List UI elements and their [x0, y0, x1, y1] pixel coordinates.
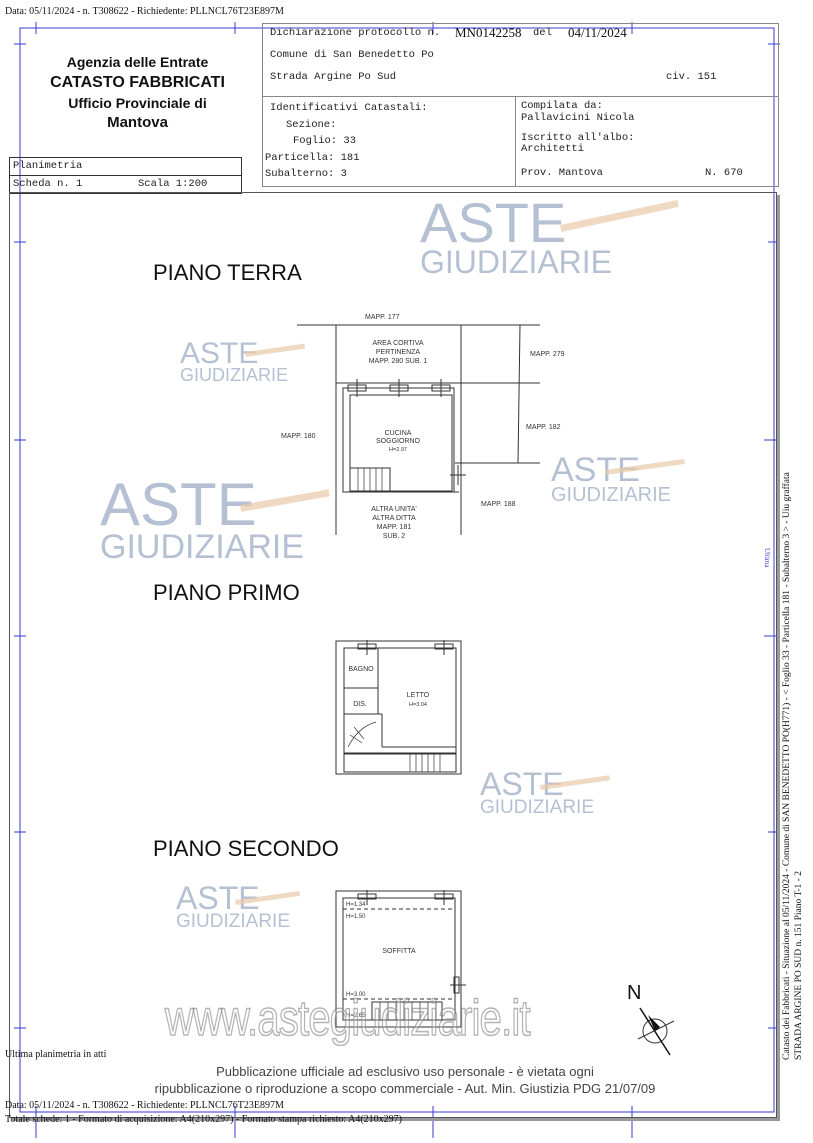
- height-4: H=2.65: [346, 1013, 366, 1019]
- agency-name: Agenzia delle Entrate: [66, 54, 209, 70]
- particella: Particella: 181: [265, 152, 360, 164]
- room-bagno: BAGNO: [348, 666, 374, 673]
- other-unit-4: SUB. 2: [383, 533, 405, 540]
- window-marks: [347, 379, 466, 485]
- drawing-frame: [9, 192, 777, 1118]
- catasto-title: CATASTO FABBRICATI: [50, 74, 225, 91]
- watermark-site: www.astegiudiziarie.it: [164, 989, 531, 1047]
- other-unit-3: MAPP. 181: [377, 524, 412, 531]
- room-dis: DIS.: [353, 701, 367, 708]
- mapp-188-label: MAPP. 188: [481, 501, 516, 508]
- inner-wall: [343, 647, 457, 755]
- civic-number: civ. 151: [666, 71, 717, 83]
- other-unit-2: ALTRA DITTA: [372, 515, 416, 522]
- outer-wall: [335, 640, 462, 775]
- floor-title-second: PIANO SECONDO: [153, 836, 339, 861]
- sheet-number: Scheda n. 1: [13, 178, 83, 190]
- side-info-line-1: Catasto dei Fabbricati - Situazione al 0…: [782, 472, 792, 1060]
- subalterno: Subalterno: 3: [265, 168, 347, 180]
- address: Strada Argine Po Sud: [270, 71, 397, 83]
- mapp-182-label: MAPP. 182: [526, 424, 561, 431]
- room-soffitta: SOFFITTA: [382, 948, 416, 955]
- room-kitchen: CUCINA: [385, 430, 412, 437]
- frame-border: [19, 27, 775, 1113]
- compass-north-label: N: [627, 982, 642, 1004]
- floor-title-first: PIANO PRIMO: [153, 580, 300, 605]
- protocol-del: del: [533, 27, 552, 39]
- room-height: H=2.97: [389, 447, 407, 453]
- room-living: SOGGIORNO: [376, 438, 421, 445]
- stairs: [371, 1001, 443, 1021]
- height-2: H=1.50: [346, 914, 366, 920]
- protocol-date: 04/11/2024: [568, 25, 627, 40]
- mapp-180-label: MAPP. 180: [281, 433, 316, 440]
- office-label: Ufficio Provinciale di: [68, 95, 207, 111]
- ground-floor-plan: MAPP. 177 AREA CORTIVA PERTINENZA MAPP. …: [281, 314, 565, 540]
- albo-label: Iscritto all'albo:: [521, 132, 635, 144]
- kitchen-inner-wall: [349, 394, 453, 492]
- compiler-number: N. 670: [705, 167, 743, 179]
- protocol-number: MN0142258: [455, 25, 522, 40]
- mapp-279-label: MAPP. 279: [530, 351, 565, 358]
- publication-line-2: ripubblicazione o riproduzione a scopo c…: [154, 1081, 656, 1096]
- court-label-2: PERTINENZA: [376, 349, 421, 356]
- mapp-177-label: MAPP. 177: [365, 314, 400, 321]
- publication-line-1: Pubblicazione ufficiale ad esclusivo uso…: [216, 1064, 594, 1079]
- compiler-name: Pallavicini Nicola: [521, 112, 635, 124]
- footer-request-info: Data: 05/11/2024 - n. T308622 - Richiede…: [5, 1100, 284, 1111]
- court-label-3: MAPP. 280 SUB. 1: [369, 358, 428, 365]
- compass-rose-icon: [637, 1007, 675, 1056]
- foglio: Foglio: 33: [293, 135, 357, 147]
- declaration-box: Dichiarazione protocollo n. MN0142258 de…: [262, 23, 779, 187]
- second-floor-plan: H=1.34 H=1.50 SOFFITTA H=3.00 H=2.65: [335, 890, 466, 1028]
- side-info: Catasto dei Fabbricati - Situazione al 0…: [781, 360, 805, 1060]
- comune: Comune di San Benedetto Po: [270, 49, 434, 61]
- protocol-label: Dichiarazione protocollo n.: [270, 27, 441, 39]
- compiler-label: Compilata da:: [521, 100, 603, 112]
- sezione: Sezione:: [286, 119, 337, 131]
- floor-title-ground: PIANO TERRA: [153, 260, 302, 285]
- other-unit-1: ALTRA UNITA': [371, 506, 416, 513]
- agency-block: Agenzia delle Entrate CATASTO FABBRICATI…: [40, 52, 235, 133]
- height-3: H=3.00: [346, 992, 366, 998]
- room-letto: LETTO: [407, 692, 430, 699]
- header-request-info: Data: 05/11/2024 - n. T308622 - Richiede…: [5, 6, 284, 17]
- outer-wall: [335, 890, 462, 1028]
- sheet-scale: Scala 1:200: [138, 178, 208, 190]
- publication-notice: Pubblicazione ufficiale ad esclusivo uso…: [120, 1063, 690, 1097]
- footer-sheet-info: Totale schede: 1 - Formato di acquisizio…: [5, 1114, 402, 1125]
- footer-last-plan: Ultima planimetria in atti: [5, 1049, 107, 1060]
- side-stamp: Ultima: [763, 548, 771, 568]
- court-label-1: AREA CORTIVA: [372, 340, 423, 347]
- stairs: [347, 721, 441, 772]
- height-1: H=1.34: [346, 902, 366, 908]
- albo-value: Architetti: [521, 143, 585, 155]
- letto-height: H=3.04: [409, 702, 427, 708]
- sheet-box: Planimetria Scheda n. 1 Scala 1:200: [9, 157, 242, 194]
- side-info-line-2: STRADA ARGINE PO SUD n. 151 Piano T-1 - …: [794, 871, 804, 1060]
- office-province: Mantova: [107, 114, 168, 131]
- sheet-type: Planimetria: [13, 160, 83, 172]
- identifiers-heading: Identificativi Catastali:: [270, 102, 428, 114]
- compiler-province: Prov. Mantova: [521, 167, 603, 179]
- first-floor-plan: BAGNO DIS. LETTO H=3.04: [335, 640, 462, 775]
